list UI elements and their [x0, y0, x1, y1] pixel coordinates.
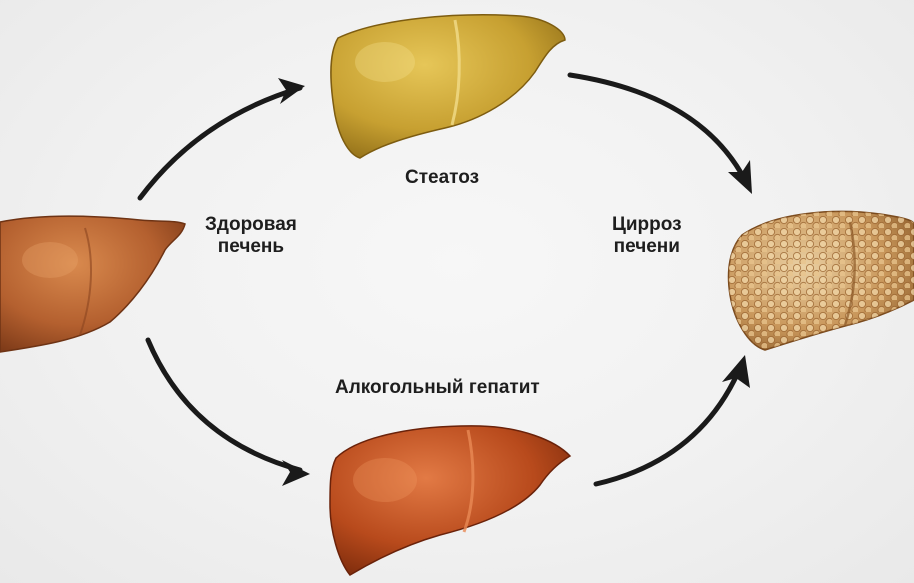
healthy-liver-label: Здоровая печень: [205, 214, 297, 258]
arrow-healthy-to-steatosis: [137, 78, 305, 201]
cirrhosis-label-line1: Цирроз: [612, 214, 682, 235]
healthy-liver-label-line1: Здоровая: [205, 214, 297, 235]
healthy-liver-image: [0, 215, 186, 353]
hepatitis-liver-image: [329, 425, 572, 576]
hepatitis-label: Алкогольный гепатит: [335, 377, 540, 398]
cirrhosis-label: Цирроз печени: [612, 214, 682, 258]
cirrhosis-label-line2: печени: [613, 236, 680, 257]
steatosis-liver-image: [330, 14, 566, 159]
arrow-hepatitis-to-cirrhosis: [593, 355, 750, 487]
arrow-steatosis-to-cirrhosis: [567, 72, 752, 194]
arrow-healthy-to-hepatitis: [145, 337, 310, 486]
healthy-liver-label-line2: печень: [217, 236, 285, 257]
steatosis-label: Стеатоз: [405, 167, 480, 188]
cirrhosis-liver-image: [727, 210, 914, 351]
